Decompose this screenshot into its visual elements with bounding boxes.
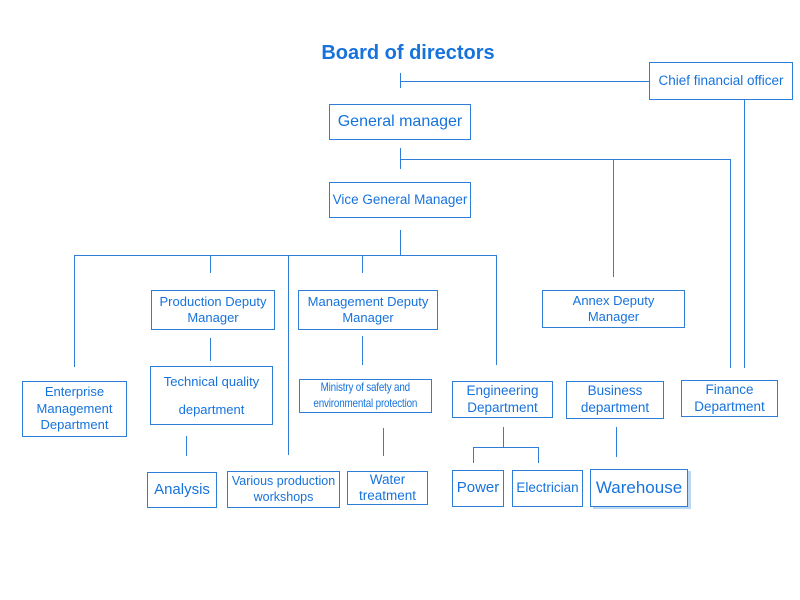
connector-title-down [400, 73, 401, 88]
connector-technical-down [186, 436, 187, 456]
node-ministry-of-safety[interactable]: Ministry of safety and environmental pro… [299, 379, 432, 413]
connector-to-engineering [496, 255, 497, 365]
connector-engineering-down [503, 427, 504, 447]
node-management-deputy-manager[interactable]: Management Deputy Manager [298, 290, 438, 330]
node-chief-financial-officer[interactable]: Chief financial officer [649, 62, 793, 100]
connector-gm-down [400, 148, 401, 169]
connector-gm-branch [400, 159, 730, 160]
node-enterprise-management-department[interactable]: Enterprise Management Department [22, 381, 127, 437]
node-production-deputy-manager[interactable]: Production Deputy Manager [151, 290, 275, 330]
connector-to-enterprise [74, 255, 75, 367]
connector-to-workshops [288, 255, 289, 455]
connector-production-dm-down [210, 338, 211, 361]
node-warehouse[interactable]: Warehouse [590, 469, 688, 507]
connector-title-to-cfo [400, 81, 649, 82]
connector-vgm-down [400, 230, 401, 255]
connector-ministry-down [383, 428, 384, 456]
connector-to-management-dm [362, 255, 363, 273]
node-annex-deputy-manager[interactable]: Annex Deputy Manager [542, 290, 685, 328]
connector-to-finance [730, 159, 731, 368]
connector-to-annex [613, 159, 614, 277]
node-analysis[interactable]: Analysis [147, 472, 217, 508]
node-vice-general-manager[interactable]: Vice General Manager [329, 182, 471, 218]
node-business-department[interactable]: Business department [566, 381, 664, 419]
node-finance-department[interactable]: Finance Department [681, 380, 778, 417]
connector-management-dm-down [362, 336, 363, 365]
connector-cfo-down [744, 100, 745, 368]
page-title: Board of directors [321, 42, 495, 64]
connector-to-production-dm [210, 255, 211, 273]
node-water-treatment[interactable]: Water treatment [347, 471, 428, 505]
node-general-manager[interactable]: General manager [329, 104, 471, 140]
connector-engineering-branch [473, 447, 539, 448]
connector-to-power [473, 447, 474, 463]
node-power[interactable]: Power [452, 470, 504, 507]
connector-to-electrician [538, 447, 539, 463]
connector-business-down [616, 427, 617, 457]
node-various-production-workshops[interactable]: Various production workshops [227, 471, 340, 508]
node-engineering-department[interactable]: Engineering Department [452, 381, 553, 418]
node-technical-quality-department[interactable]: Technical quality department [150, 366, 273, 425]
connector-vgm-branch [74, 255, 496, 256]
node-electrician[interactable]: Electrician [512, 470, 583, 507]
